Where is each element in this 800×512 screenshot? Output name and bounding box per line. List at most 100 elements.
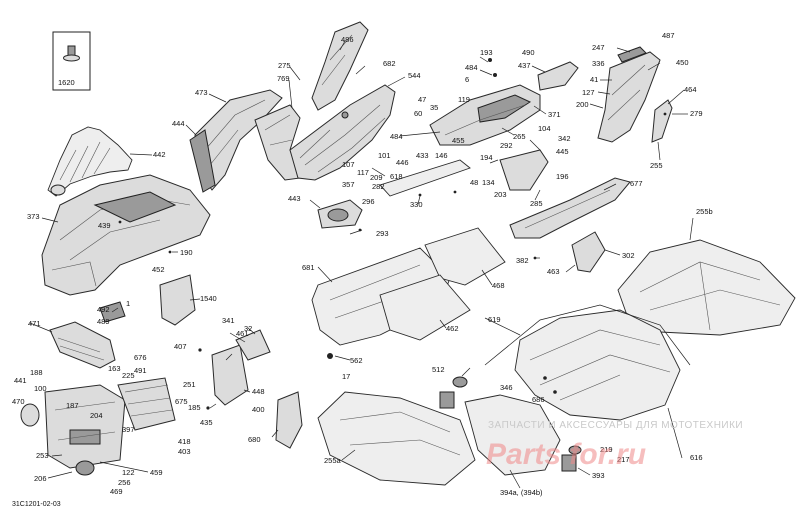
callout: 463 <box>547 267 560 276</box>
part-490-cover[interactable] <box>537 61 579 91</box>
callout: 446 <box>396 158 409 167</box>
part-442-front-hood[interactable] <box>47 126 133 197</box>
part-544-center-console[interactable] <box>289 84 396 181</box>
callout: 616 <box>690 453 703 462</box>
part-255a-rear-panel[interactable] <box>317 391 476 486</box>
part-450-side-panel[interactable] <box>597 46 661 143</box>
callout: 196 <box>556 172 569 181</box>
callout: 680 <box>248 435 261 444</box>
part-464-bracket[interactable] <box>651 99 673 143</box>
callout: 686 <box>532 395 545 404</box>
part-446-support-bar[interactable] <box>379 159 471 197</box>
callout: 441 <box>14 376 27 385</box>
part-255b-roof[interactable] <box>617 239 796 336</box>
callout: 357 <box>342 180 355 189</box>
callout: 452 <box>152 265 165 274</box>
part-471-grille[interactable] <box>49 321 116 369</box>
callout: 471 <box>28 319 41 328</box>
callout: 127 <box>582 88 595 97</box>
callout: 407 <box>174 342 187 351</box>
part-373-front-fascia[interactable] <box>41 174 211 296</box>
callout: 255a <box>324 456 342 465</box>
callout: 203 <box>494 190 507 199</box>
part-461-bracket[interactable] <box>235 329 271 361</box>
hardware-fasteners <box>118 58 667 410</box>
callout: 209 <box>370 173 383 182</box>
callout: 403 <box>178 447 191 456</box>
part-394a-fender[interactable] <box>464 394 561 476</box>
part-486-upper-panel[interactable] <box>311 21 369 111</box>
callout: 253 <box>36 451 49 460</box>
callout: 462 <box>446 324 459 333</box>
callout: 486 <box>341 35 354 44</box>
callout: 433 <box>416 151 429 160</box>
watermark: ЗАПЧАСТИ И АКСЕССУАРЫ ДЛЯ МОТОТЕХНИКИ Pa… <box>486 420 743 471</box>
callout: 443 <box>288 194 301 203</box>
callout: 188 <box>30 368 43 377</box>
callout: 193 <box>480 48 493 57</box>
callout: 247 <box>592 43 605 52</box>
part-1540-panel[interactable] <box>159 274 196 326</box>
part-393-handle[interactable] <box>561 445 582 472</box>
watermark-logo: Parts for.ru <box>486 438 646 471</box>
part-512-handle[interactable] <box>439 376 468 409</box>
callout: 101 <box>378 151 391 160</box>
callout: 330 <box>410 200 423 209</box>
callout: 619 <box>488 315 501 324</box>
callout: 104 <box>538 124 551 133</box>
part-469-tow-hook[interactable] <box>75 460 95 476</box>
callout: 100 <box>34 384 47 393</box>
callout: 122 <box>122 468 135 477</box>
callout: 47 <box>418 95 426 104</box>
inset-label: 1620 <box>58 78 75 87</box>
part-397-grille[interactable] <box>117 377 176 431</box>
part-463-bracket[interactable] <box>571 231 606 273</box>
callout: 163 <box>108 364 121 373</box>
callout: 676 <box>134 353 147 362</box>
part-403-bumper[interactable] <box>44 384 126 469</box>
callout: 400 <box>252 405 265 414</box>
callout: 444 <box>172 119 185 128</box>
part-677-rocker-panel[interactable] <box>509 177 631 239</box>
callout: 373 <box>27 212 40 221</box>
part-445-side-rail[interactable] <box>499 149 549 191</box>
callout: 484 <box>465 63 478 72</box>
callout: 60 <box>414 109 422 118</box>
callout: 473 <box>195 88 208 97</box>
callout: 435 <box>200 418 213 427</box>
callout: 285 <box>530 199 543 208</box>
part-468-floor-plate[interactable] <box>424 227 506 286</box>
callout: 468 <box>492 281 505 290</box>
part-443-headlight[interactable] <box>317 199 363 229</box>
part-448-panel[interactable] <box>211 344 249 406</box>
callout: 346 <box>500 383 513 392</box>
callout: 251 <box>183 380 196 389</box>
callout: 256 <box>118 478 131 487</box>
callout: 134 <box>482 178 495 187</box>
callout: 618 <box>390 172 403 181</box>
callout: 562 <box>350 356 363 365</box>
callout: 255 <box>650 161 663 170</box>
callout: 41 <box>590 75 598 84</box>
callout: 107 <box>342 160 355 169</box>
callout: 437 <box>518 61 531 70</box>
callout: 442 <box>153 150 166 159</box>
callout: 1540 <box>200 294 217 303</box>
callout: 439 <box>98 221 111 230</box>
part-473-side-panel[interactable] <box>189 89 283 193</box>
callout: 32 <box>244 324 252 333</box>
part-470-light[interactable] <box>20 403 40 427</box>
part-680-panel[interactable] <box>275 391 303 449</box>
inset-knob-1620[interactable]: 1620 <box>52 31 91 91</box>
callout: 190 <box>180 248 193 257</box>
callout: 675 <box>175 397 188 406</box>
callout: 393 <box>592 471 605 480</box>
callout: 492 <box>97 305 110 314</box>
callout: 448 <box>252 387 265 396</box>
callout: 470 <box>12 397 25 406</box>
callout: 455 <box>452 136 465 145</box>
part-462-floor-plate[interactable] <box>379 274 471 341</box>
callout: 544 <box>408 71 421 80</box>
callout: 217 <box>617 455 630 464</box>
callout: 487 <box>662 31 675 40</box>
